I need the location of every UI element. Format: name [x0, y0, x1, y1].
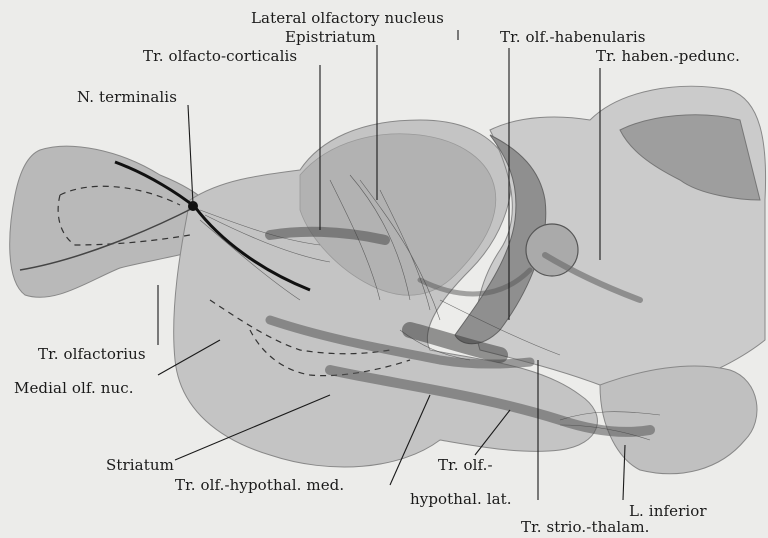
- label-tr-olf-hypothal-lat-line1: Tr. olf.-: [438, 456, 493, 474]
- label-tr-olf-hypothal-med: Tr. olf.-hypothal. med.: [175, 476, 344, 494]
- label-epistriatum: Epistriatum: [285, 28, 376, 46]
- label-tr-haben-pedunc: Tr. haben.-pedunc.: [596, 47, 740, 65]
- label-striatum: Striatum: [106, 456, 174, 474]
- label-tr-strio-thalam: Tr. strio.-thalam.: [521, 518, 650, 536]
- label-tr-olfactorius: Tr. olfactorius: [38, 345, 146, 363]
- label-tr-olf-hypothal-lat-line2: hypothal. lat.: [410, 490, 512, 508]
- label-medial-olf-nuc: Medial olf. nuc.: [14, 379, 134, 397]
- lower-right-region: [600, 366, 757, 474]
- label-tr-olfacto-corticalis: Tr. olfacto-corticalis: [143, 47, 297, 65]
- label-lateral-olfactory-nucleus: Lateral olfactory nucleus: [251, 9, 444, 27]
- label-tr-olf-habenularis: Tr. olf.-habenularis: [500, 28, 646, 46]
- label-n-terminalis: N. terminalis: [77, 88, 177, 106]
